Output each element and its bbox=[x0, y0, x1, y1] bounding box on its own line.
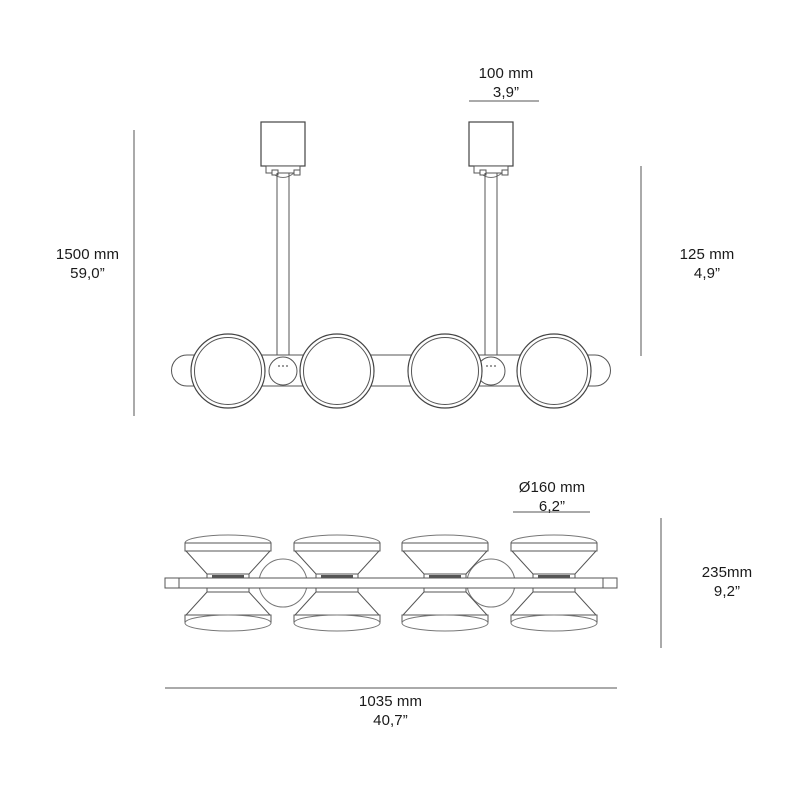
dimension-value-inch: 4,9” bbox=[693, 265, 721, 282]
dimension-label-assembly-height: 235mm 9,2” bbox=[672, 563, 782, 601]
dimension-value-inch: 40,7” bbox=[373, 712, 408, 729]
dimension-value-mm: 125 mm bbox=[679, 246, 735, 263]
diffuser-ring-4 bbox=[516, 333, 592, 409]
diffuser-cone-upper-1 bbox=[184, 534, 272, 579]
diffuser-cone-lower-1 bbox=[184, 587, 272, 632]
diffuser-cone-upper-4 bbox=[510, 534, 598, 579]
ceiling-canopy-left bbox=[260, 121, 306, 358]
dimension-value-inch: 59,0” bbox=[70, 265, 105, 282]
rod-joint-left bbox=[268, 356, 298, 386]
diffuser-cone-upper-3 bbox=[401, 534, 489, 579]
horizontal-support-bar-bottom-view bbox=[164, 577, 618, 589]
diffuser-ring-3 bbox=[407, 333, 483, 409]
dimension-value-mm: 235mm bbox=[701, 564, 753, 581]
dimension-label-diffuser-diameter: Ø160 mm 6,2” bbox=[482, 478, 622, 516]
dimension-value-inch: 3,9” bbox=[492, 84, 520, 101]
dimension-value-inch: 6,2” bbox=[538, 498, 566, 515]
dimension-label-total-drop: 1500 mm 59,0” bbox=[40, 245, 135, 283]
dimension-value-inch: 9,2” bbox=[713, 583, 741, 600]
diffuser-cone-lower-4 bbox=[510, 587, 598, 632]
ceiling-canopy-right bbox=[468, 121, 514, 358]
diffuser-cone-upper-2 bbox=[293, 534, 381, 579]
dimension-value-mm: 1035 mm bbox=[358, 693, 423, 710]
diffuser-ring-2 bbox=[299, 333, 375, 409]
dimension-lines bbox=[133, 100, 662, 689]
dimension-label-total-width: 1035 mm 40,7” bbox=[318, 692, 463, 730]
diffuser-cone-lower-2 bbox=[293, 587, 381, 632]
dimension-value-mm: 1500 mm bbox=[55, 246, 120, 263]
diffuser-ring-1 bbox=[190, 333, 266, 409]
bottom-view-assembly bbox=[164, 534, 618, 632]
top-view-assembly bbox=[171, 121, 611, 409]
dimension-label-fixture-height: 125 mm 4,9” bbox=[652, 245, 762, 283]
dimension-label-canopy-width: 100 mm 3,9” bbox=[436, 64, 576, 102]
dimension-value-mm: Ø160 mm bbox=[518, 479, 586, 496]
diffuser-cone-lower-3 bbox=[401, 587, 489, 632]
dimension-value-mm: 100 mm bbox=[478, 65, 534, 82]
